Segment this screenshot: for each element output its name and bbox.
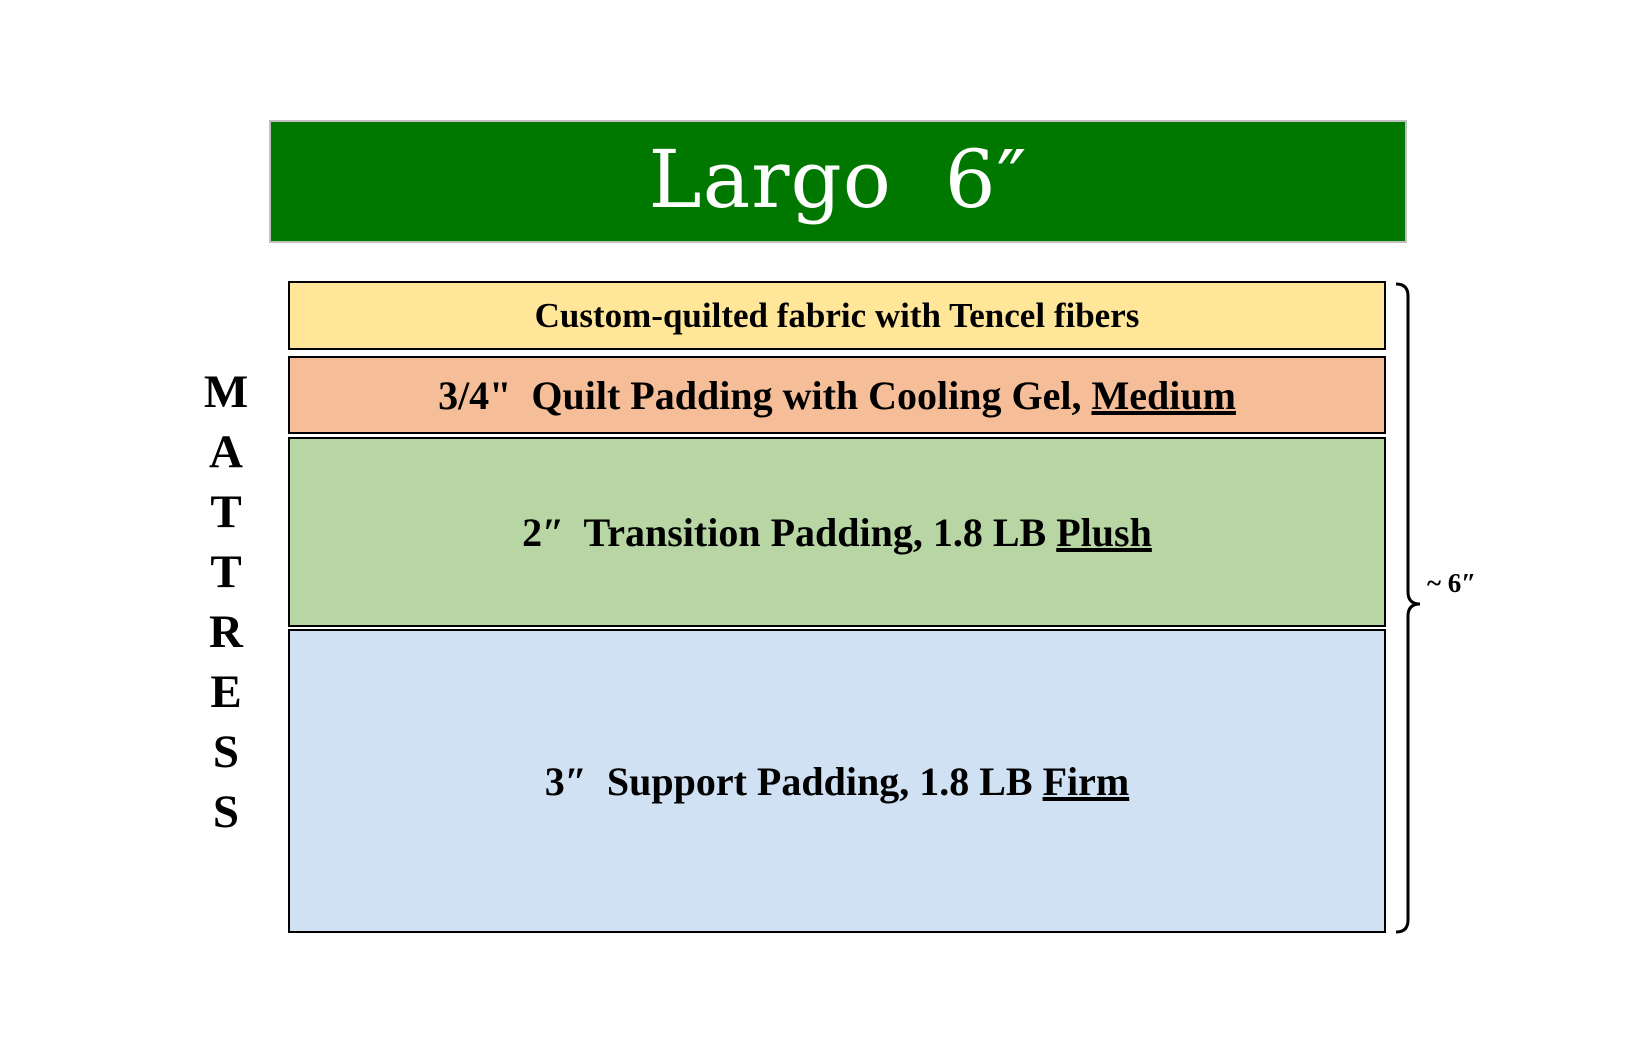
side-label-letter: E	[210, 666, 242, 718]
layer-transition-padding: 2″ Transition Padding, 1.8 LB Plush	[288, 437, 1386, 627]
side-label-letter: T	[210, 486, 242, 538]
layer-firmness: Medium	[1091, 372, 1236, 418]
title-banner: Largo 6″	[269, 120, 1407, 243]
layer-support-padding: 3″ Support Padding, 1.8 LB Firm	[288, 629, 1386, 933]
layer-label: 3/4" Quilt Padding with Cooling Gel,	[438, 372, 1092, 418]
page-title: Largo 6″	[648, 132, 1028, 226]
side-label-letter: S	[212, 726, 240, 778]
total-thickness-label: ~ 6″	[1427, 568, 1477, 598]
brace-path	[1395, 282, 1421, 934]
layer-quilt-padding: 3/4" Quilt Padding with Cooling Gel, Med…	[288, 356, 1386, 434]
layer-firmness: Firm	[1042, 758, 1130, 804]
layer-cover-fabric: Custom-quilted fabric with Tencel fibers	[288, 281, 1386, 350]
layer-label: 2″ Transition Padding, 1.8 LB	[522, 509, 1057, 555]
side-label-letter: S	[212, 786, 240, 838]
side-label-letter: A	[209, 426, 243, 478]
layer-label: Custom-quilted fabric with Tencel fibers	[534, 295, 1140, 335]
side-label-letter: M	[203, 366, 249, 418]
layer-firmness: Plush	[1056, 509, 1152, 555]
side-label-letter: R	[209, 606, 243, 658]
layer-label: 3″ Support Padding, 1.8 LB	[544, 758, 1043, 804]
mattress-vertical-label: M A T T R E S S	[195, 362, 257, 842]
side-label-letter: T	[210, 546, 242, 598]
thickness-brace	[1395, 282, 1421, 934]
